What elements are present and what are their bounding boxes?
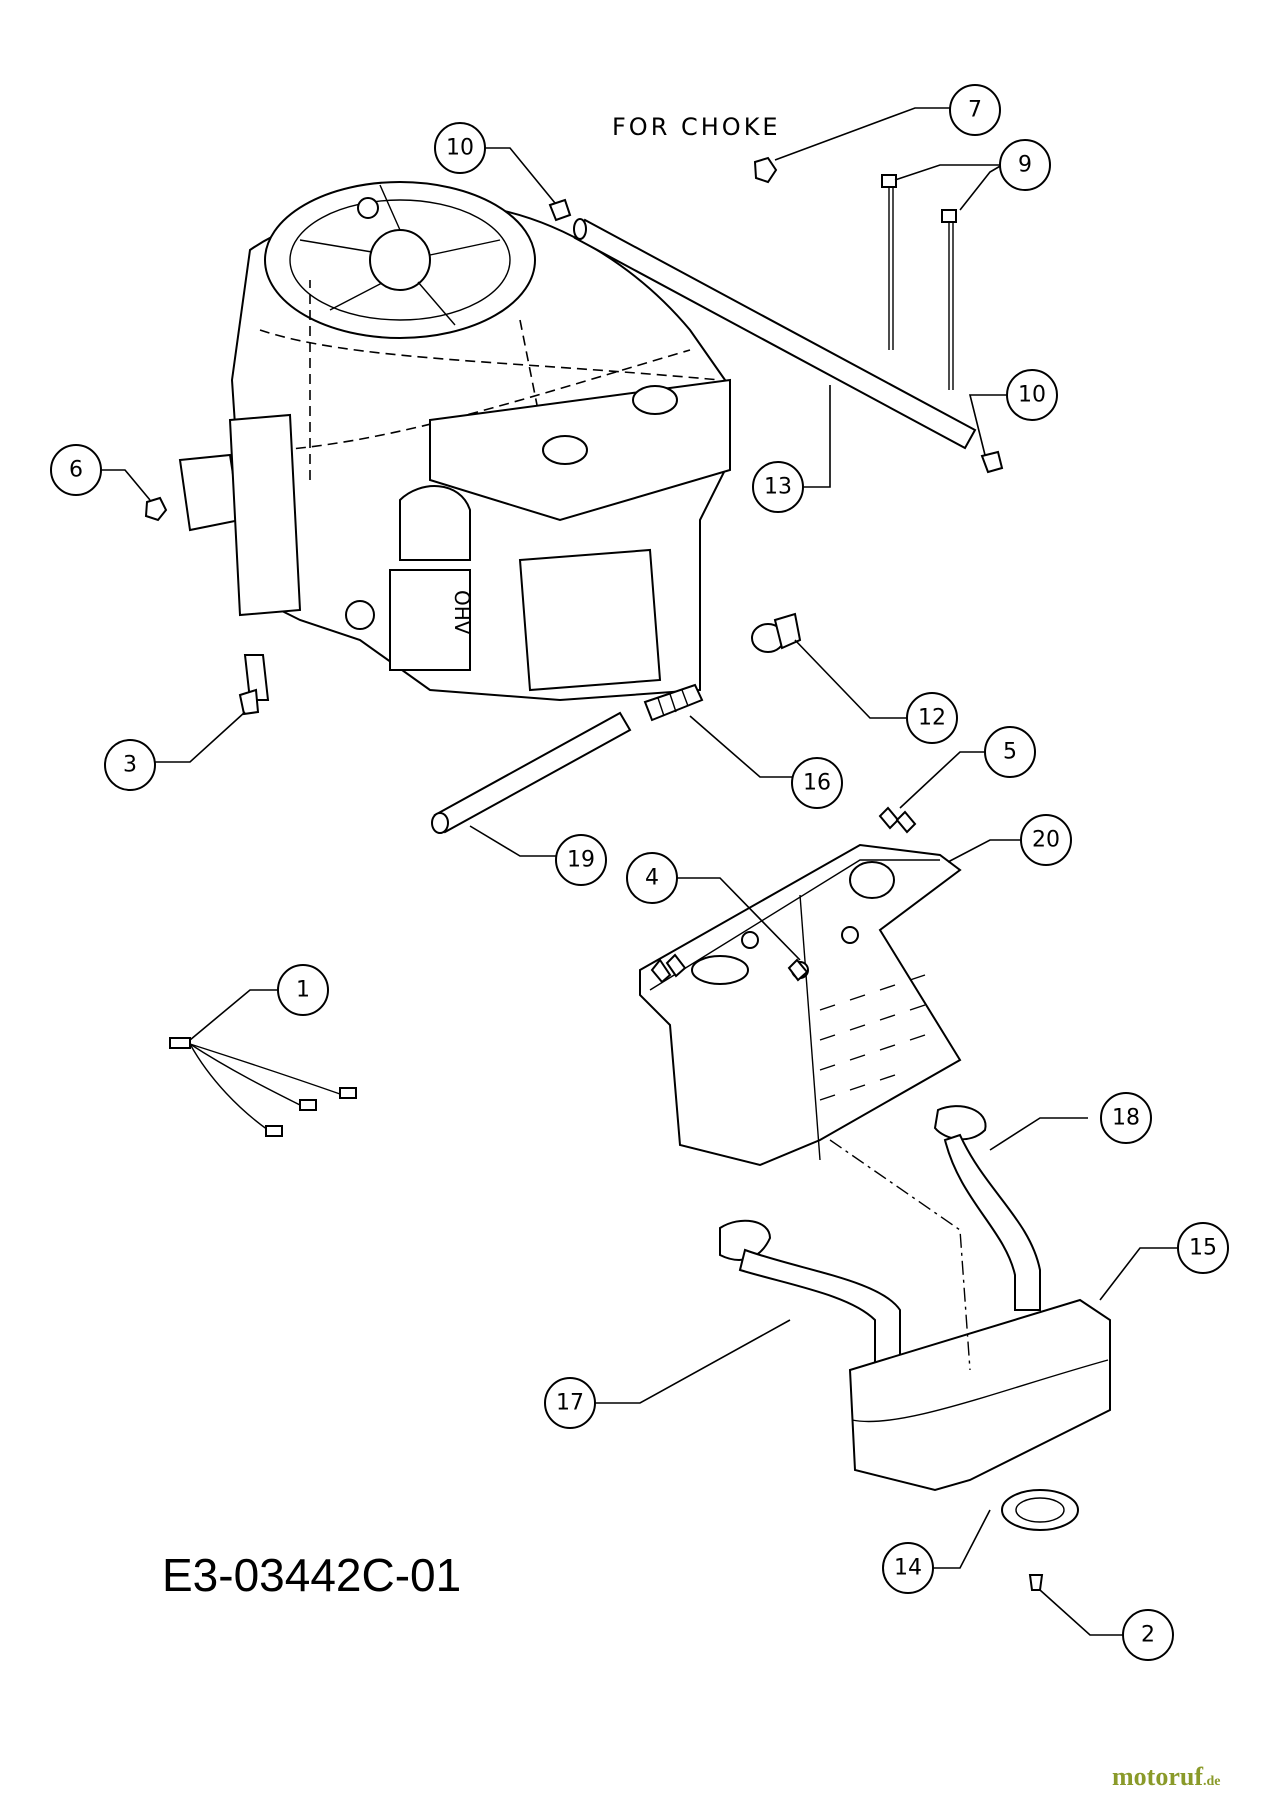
fuel-line-13 [573, 218, 977, 450]
callout-19-label: 19 [567, 848, 595, 873]
valve-16 [643, 683, 704, 722]
callout-10-right-label: 10 [1018, 383, 1046, 408]
muffler-assembly [719, 1105, 1111, 1531]
wire-harness-1 [169, 1037, 357, 1137]
fuel-line-19 [431, 711, 632, 834]
callout-17: 17 [544, 1377, 596, 1429]
callout-5: 5 [984, 726, 1036, 778]
callout-4: 4 [626, 852, 678, 904]
cable-ties [881, 174, 957, 390]
callout-6-label: 6 [69, 458, 83, 483]
engine-bolt-part [238, 688, 260, 716]
engine: OHV [178, 181, 731, 702]
watermark-main: motoruf [1112, 1762, 1203, 1791]
callout-10-top-label: 10 [446, 136, 474, 161]
callout-12-label: 12 [918, 706, 946, 731]
callout-19: 19 [555, 834, 607, 886]
for-choke-note: FOR CHOKE [612, 113, 781, 141]
clamp-10b-part [980, 450, 1004, 474]
drawing-code: E3-03442C-01 [162, 1549, 462, 1601]
callout-6: 6 [50, 444, 102, 496]
heat-shield-20 [639, 806, 962, 1167]
callout-3: 3 [104, 739, 156, 791]
hex-nut-7-part [753, 156, 778, 184]
callout-20: 20 [1020, 814, 1072, 866]
callout-13: 13 [752, 461, 804, 513]
callout-16: 16 [791, 757, 843, 809]
fitting-12 [751, 612, 802, 653]
callout-1-label: 1 [296, 978, 310, 1003]
callout-1: 1 [277, 964, 329, 1016]
callout-3-label: 3 [123, 753, 137, 778]
callout-9-label: 9 [1018, 153, 1032, 178]
callout-10-right: 10 [1006, 369, 1058, 421]
callout-20-label: 20 [1032, 828, 1060, 853]
callout-18: 18 [1100, 1092, 1152, 1144]
callout-18-label: 18 [1112, 1106, 1140, 1131]
callout-12: 12 [906, 692, 958, 744]
callout-4-label: 4 [645, 866, 659, 891]
svg-text:OHV: OHV [450, 590, 474, 635]
callout-14-label: 14 [894, 1556, 922, 1581]
callout-2-label: 2 [1141, 1623, 1155, 1648]
callout-2: 2 [1122, 1609, 1174, 1661]
callout-9: 9 [999, 139, 1051, 191]
callout-7-label: 7 [968, 98, 982, 123]
callout-13-label: 13 [764, 475, 792, 500]
callout-17-label: 17 [556, 1391, 584, 1416]
screw-2-part [1028, 1574, 1044, 1591]
callout-16-label: 16 [803, 771, 831, 796]
fastener-parts [144, 156, 1044, 1591]
callout-7: 7 [949, 84, 1001, 136]
clamp-10a-part [548, 198, 572, 222]
callout-15: 15 [1177, 1222, 1229, 1274]
watermark-tld: .de [1202, 1774, 1221, 1789]
callout-5-label: 5 [1003, 740, 1017, 765]
watermark-logo: motoruf.de [1112, 1762, 1220, 1792]
callout-15-label: 15 [1189, 1236, 1217, 1261]
callout-14: 14 [882, 1542, 934, 1594]
hex-nut-6-part [144, 496, 168, 522]
callout-10-top: 10 [434, 122, 486, 174]
